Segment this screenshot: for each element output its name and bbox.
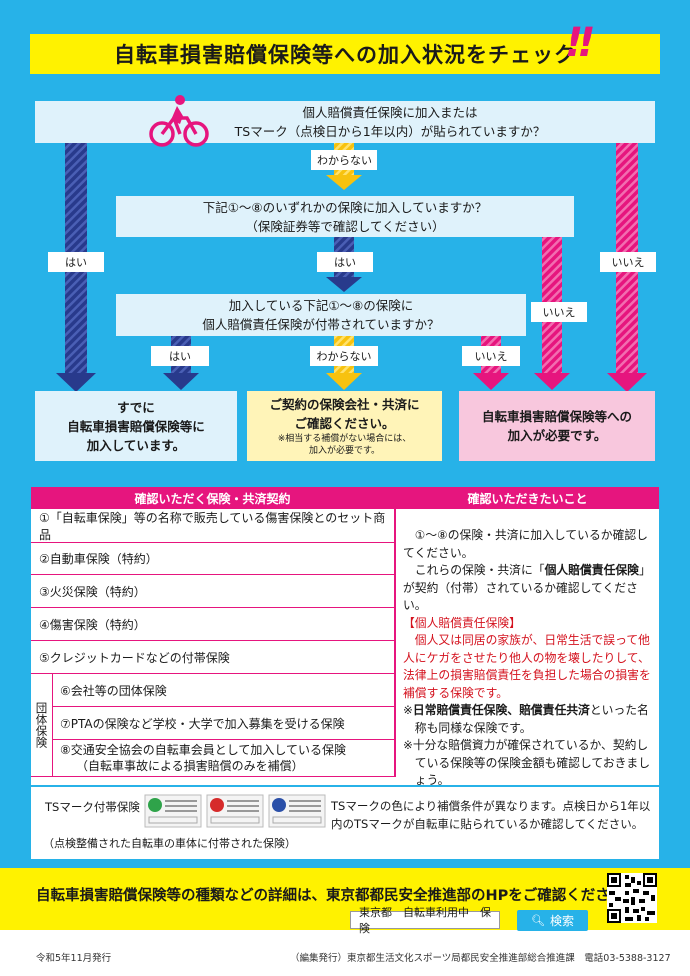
tag-no-1: いいえ [600,252,656,272]
result-1-line-2: 自転車損害賠償保険等に [67,418,205,434]
tag-unknown-1: わからない [311,150,377,170]
tag-unknown-2: わからない [310,346,378,366]
question-3-line-2: 個人賠償責任保険が付帯されていますか？ [202,317,440,332]
ts-caption: （点検整備された自転車の車体に付帯された保険） [43,837,296,850]
result-3-line-1: 自転車損害賠償保険等への [481,409,632,424]
ts-mark-sample [206,794,264,828]
definition-title: 【個人賠償責任保険】 [403,615,521,630]
tag-yes-1: はい [48,252,104,272]
tag-no-3: いいえ [462,346,520,366]
question-3: 加入している下記①～⑧の保険に 個人賠償責任保険が付帯されていますか？ [116,294,526,336]
ts-note: TSマークの色により補償条件が異なります。点検日から1年以内のTSマークが自転車… [331,799,651,831]
note-1: ※日常賠償責任保険、賠償責任共済といった名称も同様な保険です。 [403,702,653,737]
note-2: ※十分な賠償資力が確保されているか、契約している保険等の保険金額も確認しておきま… [403,738,651,787]
question-3-line-1: 加入している下記①～⑧の保険に [228,298,414,313]
question-1: 個人賠償責任保険に加入または TSマーク（点検日から1年以内）が貼られていますか… [35,101,655,143]
list-item-line-1: ⑧交通安全協会の自転車会員として加入している保険 [60,743,347,757]
list-item: ③火災保険（特約） [31,575,394,608]
result-enrollment-required: 自転車損害賠償保険等への 加入が必要です。 [459,391,655,461]
result-2-line-1: ご契約の保険会社・共済に [269,397,420,412]
page-title: 自転車損害賠償保険等への加入状況をチェック [30,34,660,74]
qr-code[interactable] [607,873,657,923]
question-1-line-2: TSマーク（点検日から1年以内）が貼られていますか？ [234,124,546,139]
result-already-enrolled: すでに 自転車損害賠償保険等に 加入しています。 [35,391,237,461]
search-input[interactable]: 東京都 自転車利用中 保険 [350,906,500,935]
question-1-line-1: 個人賠償責任保険に加入または [302,105,478,120]
group-insurance-label: 団体保険 [31,674,53,777]
bicycle-icon [149,95,209,147]
ts-divider [31,785,659,787]
check-instructions: ①～⑧の保険・共済に加入しているか確認してください。 これらの保険・共済に「個人… [403,527,653,790]
note-1-mark: ※ [403,703,413,717]
question-2-line-2: （保険証券等で確認してください） [245,218,445,234]
list-item-line-2: （自転車事故による損害賠償のみを補償） [76,759,304,773]
column-divider [394,487,396,777]
list-item: ①「自転車保険」等の名称で販売している傷害保険とのセット商品 [31,509,394,543]
instruction-2: これらの保険・共済に「個人賠償責任保険」が契約（付帯）されているか確認してくださ… [403,562,653,615]
tag-yes-2: はい [317,252,373,272]
tag-yes-3: はい [151,346,209,366]
definition-body: 個人又は同居の家族が、日常生活で誤って他人にケガをさせたり他人の物を壊したりして… [403,633,651,700]
left-header: 確認いただく保険・共済契約 [31,487,394,509]
list-item: ⑧交通安全協会の自転車会員として加入している保険 （自転車事故による損害賠償のみ… [53,740,394,777]
right-header: 確認いただきたいこと [396,487,659,509]
list-item: ⑦PTAの保険など学校・大学で加入募集を受ける保険 [53,707,394,740]
list-item: ④傷害保険（特約） [31,608,394,641]
search-icon: 🔍︎ [531,914,545,927]
result-check-insurer: ご契約の保険会社・共済に ご確認ください。 ※相当する補償がない場合には、 加入… [247,391,442,461]
note-1-bold: 日常賠償責任保険、賠償責任共済 [412,703,590,717]
instruction-2-b: 個人賠償責任保険 [544,563,639,577]
result-1-line-3: 加入しています。 [86,437,186,453]
ts-label: TSマーク付帯保険 [45,800,140,814]
result-1-line-1: すでに [117,399,155,415]
result-2-note-2: 加入が必要です。 [308,446,381,456]
result-2-note-1: ※相当する補償がない場合には、 [277,434,412,444]
insurance-table: 確認いただく保険・共済契約 確認いただきたいこと ①「自転車保険」等の名称で販売… [31,487,659,859]
question-2-line-1: 下記①～⑧のいずれかの保険に加入していますか？ [202,199,488,215]
list-item: ②自動車保険（特約） [31,543,394,575]
instruction-1: ①～⑧の保険・共済に加入しているか確認してください。 [403,528,648,560]
ts-mark-sample [268,794,326,828]
ts-mark-sample [144,794,202,828]
tag-no-2: いいえ [531,302,587,322]
result-2-line-2: ご確認ください。 [294,416,395,431]
list-item: ⑤クレジットカードなどの付帯保険 [31,641,394,674]
footer-title: 自転車損害賠償保険等の種類などの詳細は、東京都都民安全推進部のHPをご確認くださ… [36,888,639,904]
list-item: ⑥会社等の団体保険 [53,674,394,707]
search-button-label: 検索 [549,914,574,928]
publisher-info: （編集発行）東京都生活文化スポーツ局都民安全推進部総合推進課 電話03-5388… [290,953,671,964]
issue-date: 令和5年11月発行 [36,953,112,964]
search-button[interactable]: 🔍︎ 検索 [517,910,588,931]
note-1-rest: といった名称も同様な保険です。 [414,703,649,735]
ts-mark-samples [144,794,326,828]
instruction-2-a: これらの保険・共済に「 [414,563,545,577]
question-2: 下記①～⑧のいずれかの保険に加入していますか？ （保険証券等で確認してください） [116,196,574,237]
instruction-2-c: 」が契約（付帯）されているか確認してください。 [403,563,651,612]
result-3-line-2: 加入が必要です。 [507,428,607,443]
